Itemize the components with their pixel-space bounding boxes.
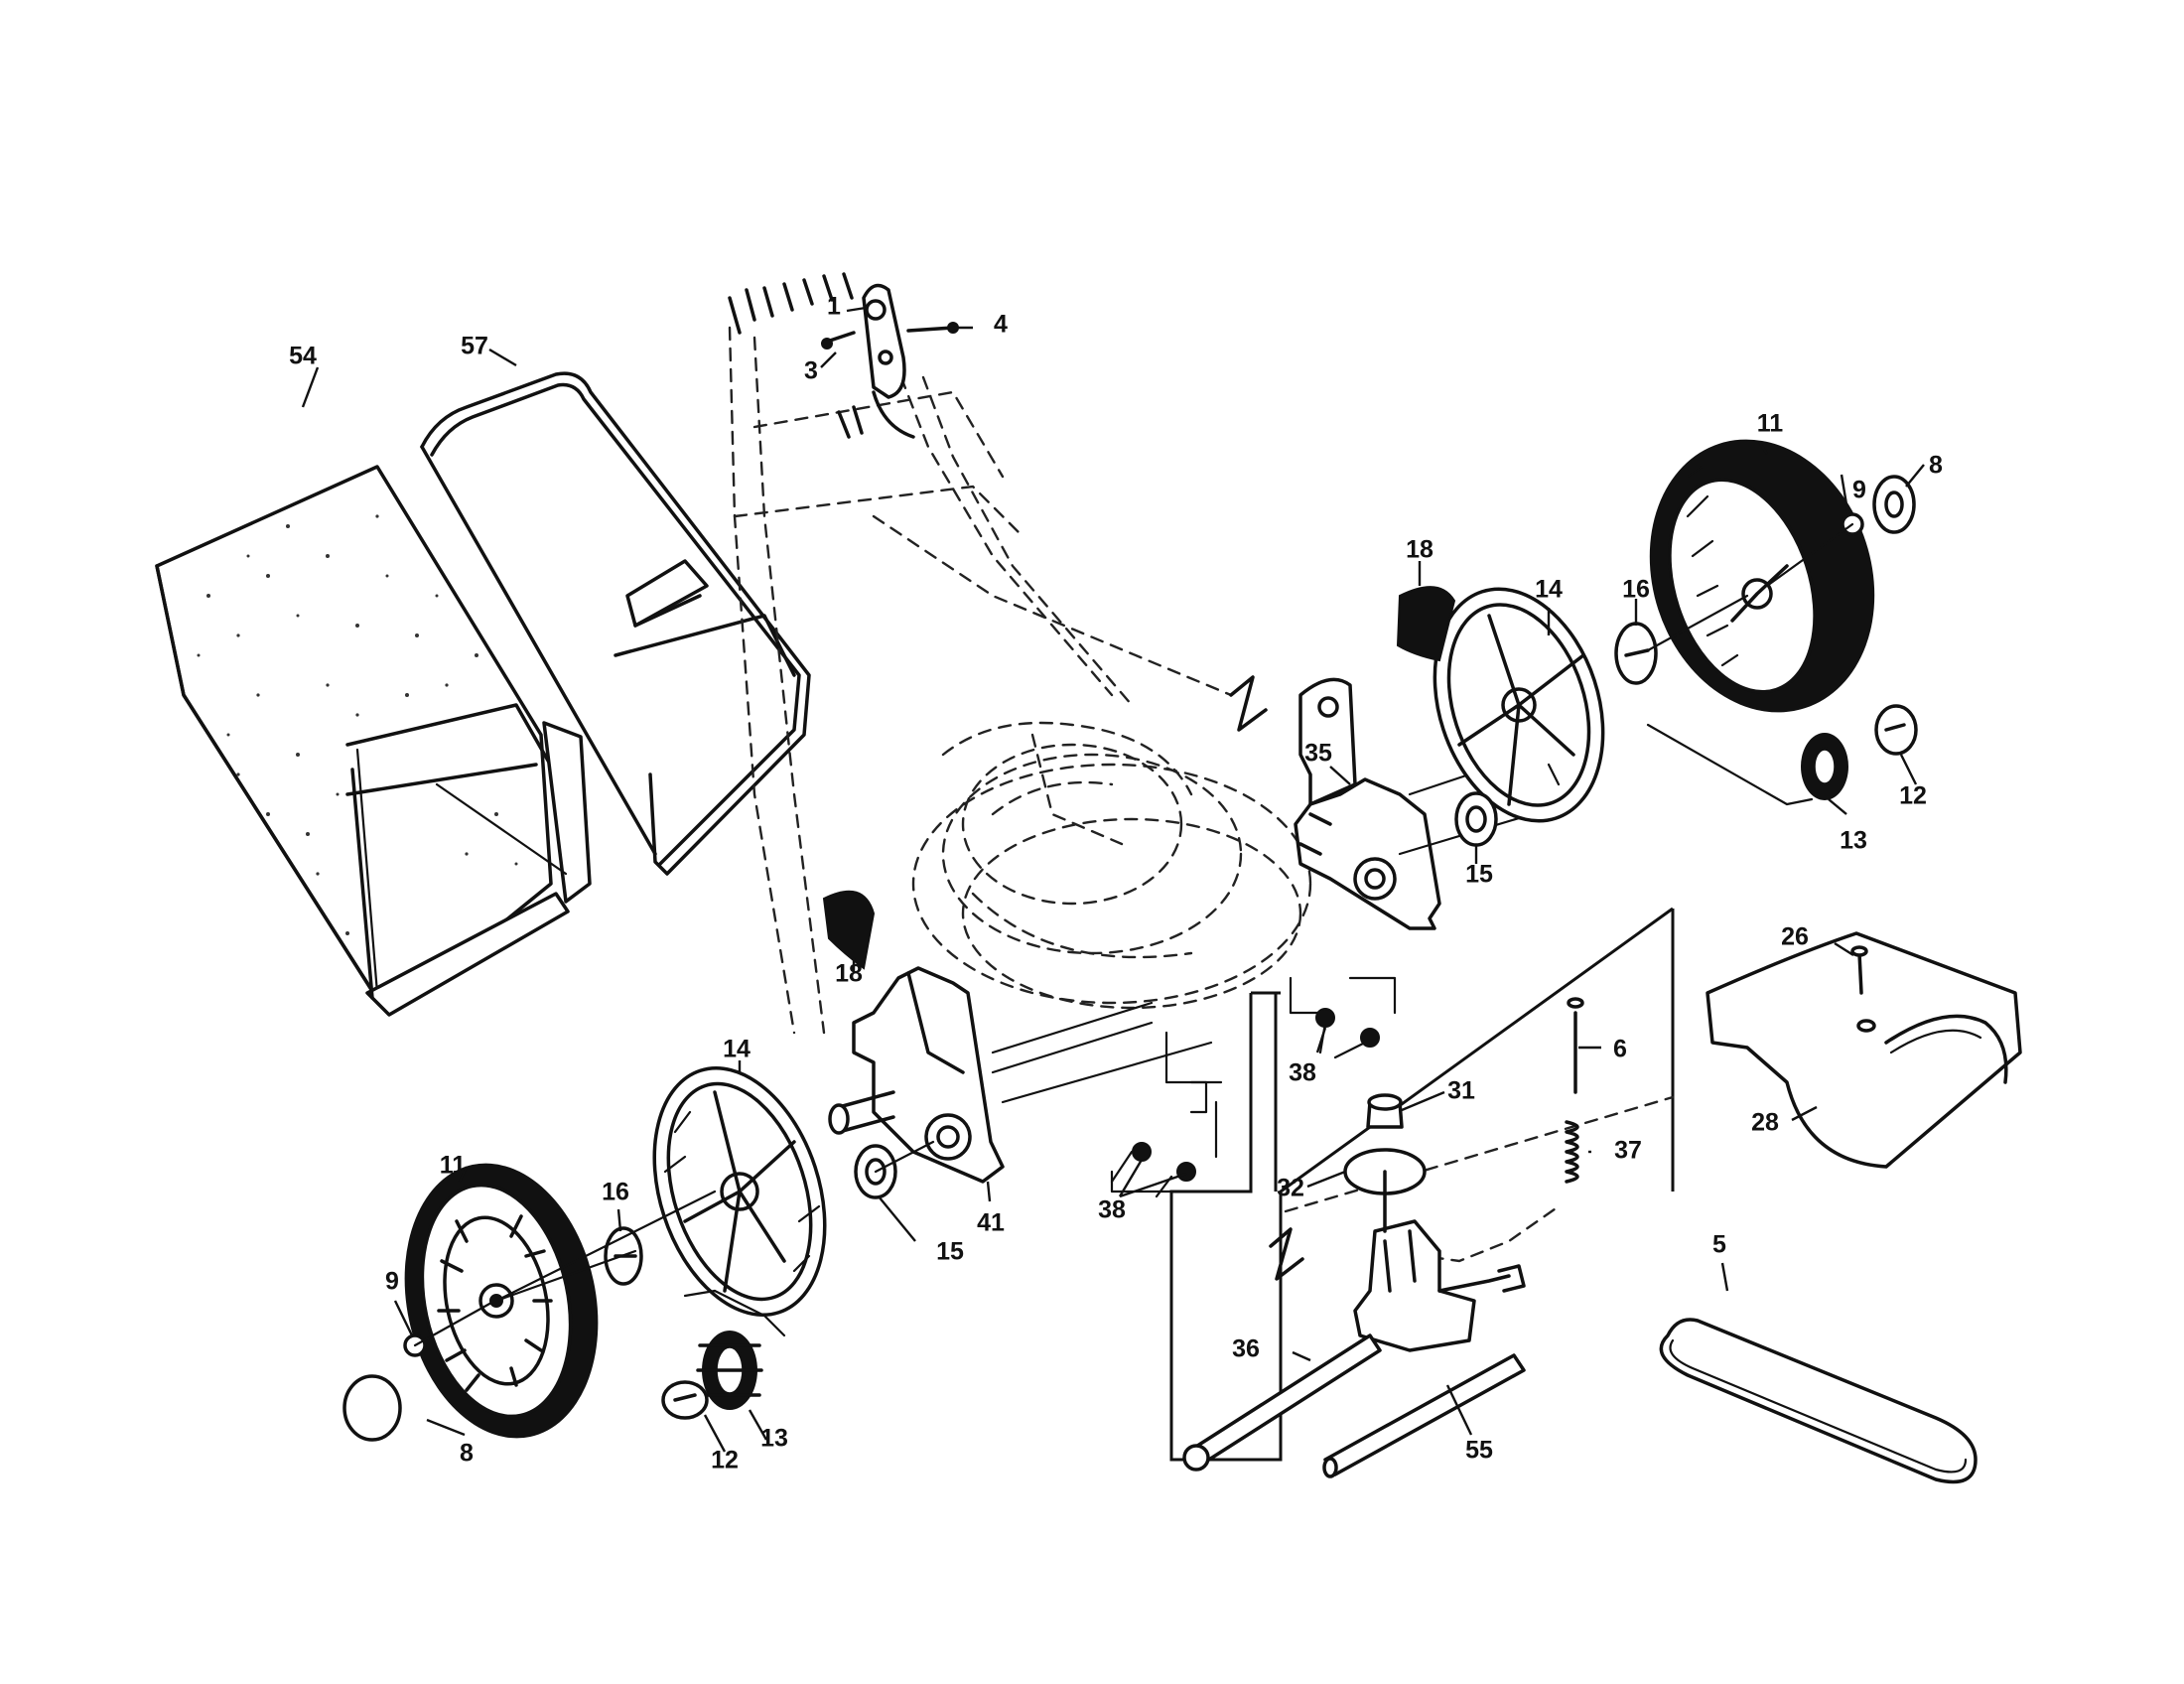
bag-speckle-texture <box>197 514 518 935</box>
right-wheel-bracket <box>1294 677 1441 930</box>
right-gear-ring-15 <box>1454 791 1498 847</box>
label-5: 5 <box>1712 1231 1726 1259</box>
right-wheel-hubcap-large <box>1433 587 1605 823</box>
belt-cover-28 <box>1706 931 2022 1169</box>
left-wheel-bracket <box>828 966 1005 1184</box>
left-small-parts <box>342 1140 935 1442</box>
label-15-right: 15 <box>1465 861 1493 889</box>
label-11-right: 11 <box>1757 410 1784 438</box>
label-9-right: 9 <box>1852 477 1866 504</box>
label-13-left: 13 <box>760 1425 788 1453</box>
label-12-right: 12 <box>1899 782 1927 810</box>
label-12-left: 12 <box>711 1447 739 1474</box>
label-38-upper: 38 <box>1289 1059 1316 1087</box>
left-wear-pad <box>822 890 876 970</box>
label-28: 28 <box>1751 1109 1779 1137</box>
label-31: 31 <box>1447 1077 1475 1105</box>
right-clip-12 <box>1874 704 1918 756</box>
screw-26 <box>1850 945 1868 995</box>
bracket-hardware-38 <box>1110 976 1397 1198</box>
label-37: 37 <box>1614 1137 1642 1165</box>
drive-belt-5 <box>1659 1318 1978 1484</box>
left-wheel-hubcap-large <box>652 1066 827 1317</box>
label-8-left: 8 <box>460 1440 474 1468</box>
bag-frame <box>420 371 811 876</box>
label-6: 6 <box>1613 1036 1627 1063</box>
handle-outline-dashed <box>728 272 1233 1035</box>
left-wheel <box>404 1163 599 1439</box>
leader-lines <box>301 306 1925 1453</box>
right-wear-pad <box>1396 586 1456 662</box>
label-35: 35 <box>1304 740 1332 768</box>
break-symbol-lower <box>1269 1227 1304 1281</box>
label-18-right: 18 <box>1406 536 1433 564</box>
label-13-right: 13 <box>1840 827 1867 855</box>
label-11-left: 11 <box>440 1152 467 1180</box>
label-36: 36 <box>1232 1335 1260 1363</box>
left-cap-8 <box>342 1374 402 1442</box>
label-8-right: 8 <box>1929 452 1943 480</box>
grass-bag <box>155 465 592 1017</box>
transmission-frame <box>1169 907 1675 1462</box>
label-15-left: 15 <box>936 1238 964 1266</box>
label-41: 41 <box>977 1209 1005 1237</box>
label-55: 55 <box>1465 1437 1493 1465</box>
shaft-55 <box>1322 1353 1526 1478</box>
label-32: 32 <box>1277 1175 1304 1202</box>
label-38-lower: 38 <box>1098 1196 1126 1224</box>
label-54: 54 <box>289 343 317 370</box>
label-16-left: 16 <box>602 1179 629 1206</box>
part-number-labels: 54 57 1 3 4 11 9 8 18 14 16 35 15 13 12 … <box>289 293 1943 1474</box>
label-14-left: 14 <box>723 1036 751 1063</box>
label-4: 4 <box>994 311 1008 339</box>
cable-control-assembly <box>821 283 959 439</box>
label-9-left: 9 <box>385 1268 399 1296</box>
right-wheel <box>1649 439 1875 713</box>
label-1: 1 <box>827 293 841 321</box>
left-axle-lines <box>991 1001 1213 1104</box>
break-symbol-upper <box>1229 675 1268 732</box>
label-3: 3 <box>804 357 818 385</box>
label-16-right: 16 <box>1622 576 1650 604</box>
label-18-left: 18 <box>835 960 863 988</box>
right-small-parts <box>1454 475 1918 847</box>
label-14-right: 14 <box>1535 576 1563 604</box>
label-26: 26 <box>1781 923 1809 951</box>
right-cap-8 <box>1872 475 1916 534</box>
left-clip-12 <box>661 1380 709 1420</box>
transmission-assembly <box>1182 997 1584 1472</box>
label-57: 57 <box>461 333 488 360</box>
deck-outline-dashed <box>911 721 1312 1010</box>
spring-37 <box>1565 1120 1579 1184</box>
